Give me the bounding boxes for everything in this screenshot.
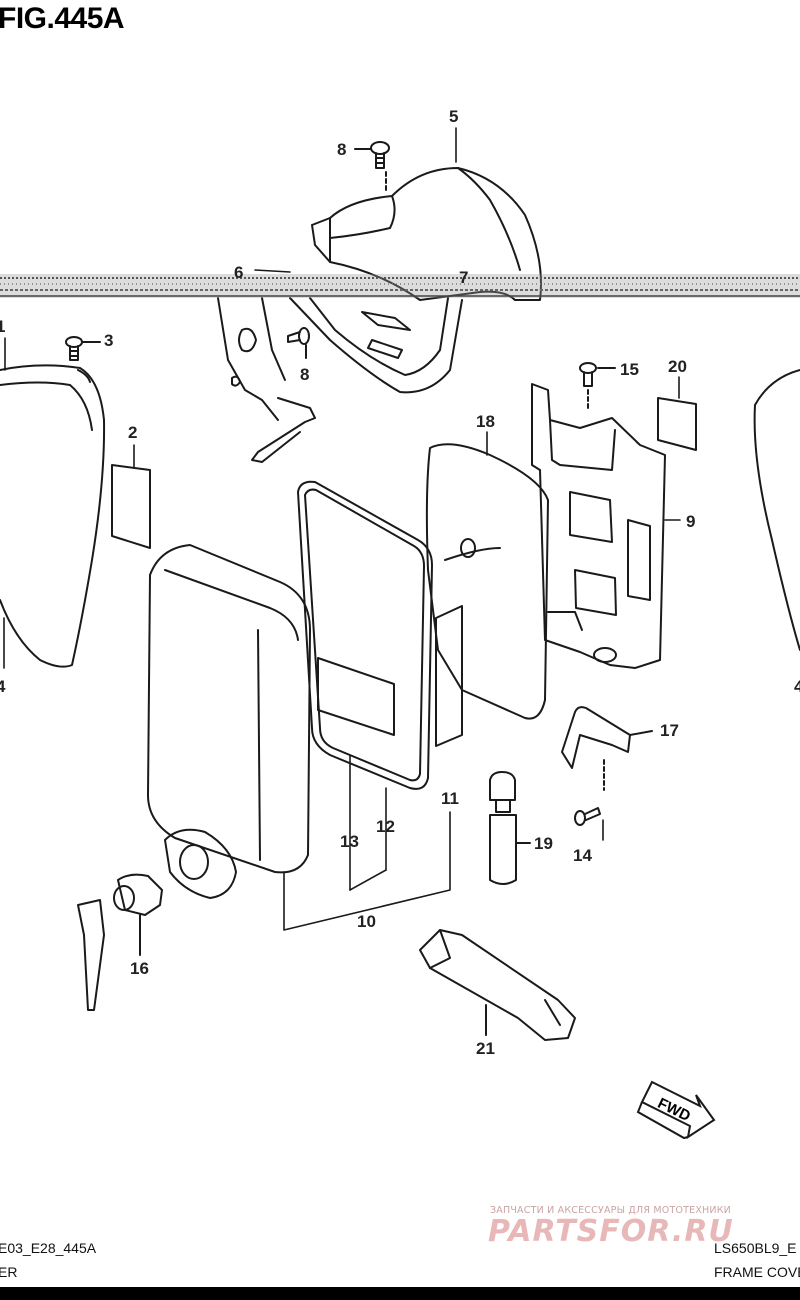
footer-right-title: FRAME COVE <box>714 1264 800 1280</box>
callout-8-top: 8 <box>337 140 347 159</box>
callout-14: 14 <box>573 846 592 865</box>
callout-9: 9 <box>686 512 696 531</box>
part-17-clip <box>561 706 653 791</box>
part-15-screw <box>579 362 616 411</box>
part-5-cover <box>311 167 542 301</box>
callout-7: 7 <box>459 268 469 287</box>
torn-strip <box>0 274 800 298</box>
part-10-box <box>147 544 311 874</box>
part-8-screw-lower <box>287 327 310 359</box>
callout-10: 10 <box>357 912 376 931</box>
callout-21: 21 <box>476 1039 495 1058</box>
figure-title: FIG.445A <box>0 2 125 35</box>
watermark-logo: PARTSFOR.RU <box>488 1214 734 1249</box>
callout-2: 2 <box>128 423 138 442</box>
part-2-pad <box>111 464 151 549</box>
callout-6: 6 <box>234 263 244 282</box>
part-1-left-cover <box>0 364 106 668</box>
callout-12: 12 <box>376 817 395 836</box>
part-12-gasket <box>297 480 433 790</box>
footer-right-code: LS650BL9_E <box>714 1240 797 1256</box>
part-13-pad <box>317 657 395 736</box>
part-19-pin <box>489 771 531 885</box>
bottom-bar <box>0 1287 800 1300</box>
footer-left-title: ER <box>0 1264 18 1280</box>
callout-15: 15 <box>620 360 639 379</box>
callout-4-left: 4 <box>0 677 6 696</box>
part-11-strip <box>435 605 463 747</box>
footer-left-code: E03_E28_445A <box>0 1240 97 1256</box>
callout-19: 19 <box>534 834 553 853</box>
part-8-screw-top <box>354 141 390 191</box>
callout-13: 13 <box>340 832 359 851</box>
part-16-lock <box>77 828 237 1011</box>
watermark-tagline: ЗАПЧАСТИ И АКСЕССУАРЫ ДЛЯ МОТОТЕХНИКИ <box>490 1205 731 1216</box>
callout-8-lower: 8 <box>300 365 310 384</box>
callout-16: 16 <box>130 959 149 978</box>
leader-lines <box>3 127 681 1036</box>
part-6-7-guard <box>217 297 463 463</box>
part-14-screw <box>574 807 601 826</box>
part-9-bracket <box>531 383 666 669</box>
callout-20: 20 <box>668 357 687 376</box>
part-3-screw <box>65 336 101 361</box>
part-20-pad <box>657 397 697 451</box>
fwd-arrow: FWD <box>636 1080 716 1140</box>
callout-5: 5 <box>449 107 459 126</box>
callout-3: 3 <box>104 331 114 350</box>
callout-11: 11 <box>441 789 459 808</box>
part-18-cover <box>425 443 549 720</box>
callout-18: 18 <box>476 412 495 431</box>
callout-1: 1 <box>0 317 6 336</box>
part-21-wrench <box>419 929 576 1041</box>
callout-17: 17 <box>660 721 679 740</box>
callout-4-right: 4 <box>794 677 800 696</box>
part-right-cover <box>753 369 800 651</box>
